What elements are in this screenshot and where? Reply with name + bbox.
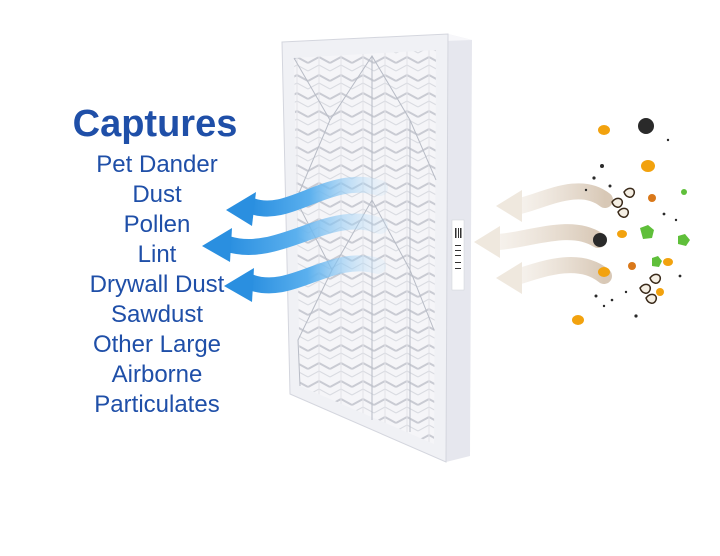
list-item: Pet Dander — [96, 151, 218, 178]
dirty-air-arrow — [474, 224, 606, 258]
dirty-air-arrows — [474, 183, 613, 294]
captured-particles-list: Pet Dander Dust Pollen Lint Drywall Dust… — [0, 150, 314, 420]
clean-air-arrow — [224, 255, 386, 302]
list-item: Sawdust — [110, 301, 204, 328]
heading-captures: Captures — [72, 103, 238, 145]
list-item: Dust — [132, 181, 182, 208]
clean-air-arrow — [202, 213, 388, 262]
list-item: Other Large — [92, 331, 222, 358]
list-item: Airborne — [111, 361, 203, 388]
clean-air-arrows — [202, 176, 388, 302]
list-item: Pollen — [123, 211, 191, 238]
dirty-air-arrow — [496, 183, 613, 222]
clean-air-arrow — [226, 176, 388, 226]
list-item: Particulates — [94, 391, 220, 418]
dirty-air-arrow — [496, 257, 612, 294]
airborne-particles — [572, 118, 690, 325]
list-item: Lint — [137, 241, 177, 268]
list-item: Drywall Dust — [89, 271, 225, 298]
wire-grid — [293, 55, 437, 432]
